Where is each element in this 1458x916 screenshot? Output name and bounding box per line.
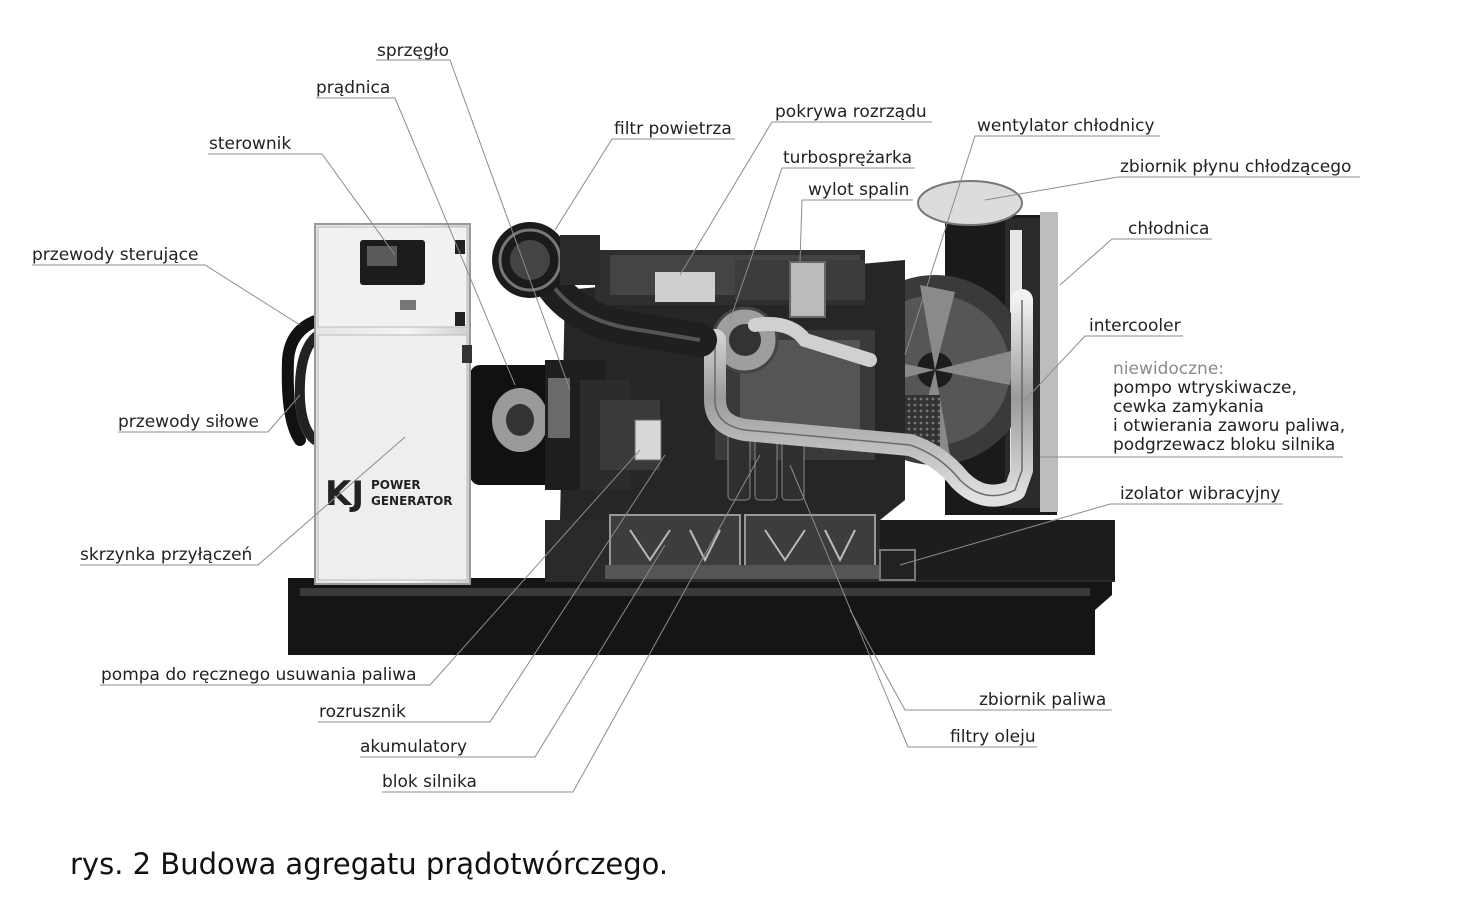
label-wentylator: wentylator chłodnicy <box>977 116 1155 136</box>
alternator <box>470 360 630 490</box>
starter-motor <box>600 400 662 470</box>
leader-pompa <box>100 449 641 686</box>
brand-logo: KJ POWER GENERATOR <box>325 474 460 518</box>
air-filter <box>492 222 717 357</box>
label-filtr-powietrza: filtr powietrza <box>614 119 732 139</box>
leader-zbiornik-plynu <box>984 176 1360 201</box>
leader-przewody-silowe <box>118 394 301 433</box>
batteries <box>605 514 880 579</box>
leader-pradnica <box>316 97 516 386</box>
label-pradnica: prądnica <box>316 78 391 98</box>
label-akumulatory: akumulatory <box>360 737 468 757</box>
leader-przewody-sterujace <box>32 264 301 326</box>
hidden-components-line: i otwierania zaworu paliwa, <box>1113 416 1346 436</box>
control-cables <box>281 314 324 446</box>
leader-izolator <box>899 503 1283 566</box>
figure-caption: rys. 2 Budowa agregatu prądotwórczego. <box>70 847 669 881</box>
label-pokrywa: pokrywa rozrządu <box>775 102 927 122</box>
label-chlodnica: chłodnica <box>1128 219 1210 239</box>
leader-sprzeglo <box>376 59 571 391</box>
label-zbiornik-paliwa: zbiornik paliwa <box>979 690 1107 710</box>
leader-chlodnica <box>1059 238 1212 286</box>
label-sterownik: sterownik <box>209 134 292 154</box>
leader-wylot <box>799 199 913 263</box>
leader-turbo <box>729 167 915 321</box>
leader-blok <box>382 454 761 793</box>
leader-filtr-powietrza <box>554 138 735 231</box>
label-blok: blok silnika <box>382 772 477 792</box>
label-pompa: pompa do ręcznego usuwania paliwa <box>101 665 417 685</box>
hidden-components-heading: niewidoczne: <box>1113 359 1225 379</box>
hidden-components-line: podgrzewacz bloku silnika <box>1113 435 1336 455</box>
label-przewody-sterujace: przewody sterujące <box>32 245 199 265</box>
label-intercooler: intercooler <box>1089 316 1181 336</box>
leader-filtry-oleju <box>789 464 1037 748</box>
control-cabinet <box>314 223 472 585</box>
leader-wentylator <box>904 135 1160 356</box>
hidden-components-line: pompo wtryskiwacze, <box>1113 378 1297 398</box>
label-skrzynka: skrzynka przyłączeń <box>80 545 253 565</box>
leader-sterownik <box>208 153 396 256</box>
label-turbo: turbosprężarka <box>783 148 913 168</box>
label-filtry-oleju: filtry oleju <box>950 727 1036 747</box>
label-izolator: izolator wibracyjny <box>1120 484 1281 504</box>
brand-logo-line1: POWER <box>371 478 421 492</box>
leader-pokrywa <box>679 121 932 276</box>
exhaust-outlet <box>789 261 826 318</box>
leader-zbiornik-paliwa <box>849 609 1112 711</box>
brand-logo-mark: KJ <box>325 474 364 514</box>
label-rozrusznik: rozrusznik <box>319 702 406 722</box>
label-sprzeglo: sprzęgło <box>377 41 450 61</box>
leader-skrzynka <box>80 436 406 566</box>
hidden-components-line: cewka zamykania <box>1113 397 1264 417</box>
hidden-components-note: niewidoczne: pompo wtryskiwacze, cewka z… <box>1113 360 1345 455</box>
coolant-tank <box>917 180 1023 226</box>
vibration-isolator <box>879 549 916 581</box>
leader-intercooler <box>1024 335 1183 401</box>
brand-logo-line2: GENERATOR <box>371 494 453 508</box>
leader-akumulatory <box>360 544 666 758</box>
label-zbiornik-plynu: zbiornik płynu chłodzącego <box>1120 157 1352 177</box>
leader-rozrusznik <box>318 454 666 723</box>
label-wylot: wylot spalin <box>808 180 910 200</box>
label-przewody-silowe: przewody siłowe <box>118 412 259 432</box>
